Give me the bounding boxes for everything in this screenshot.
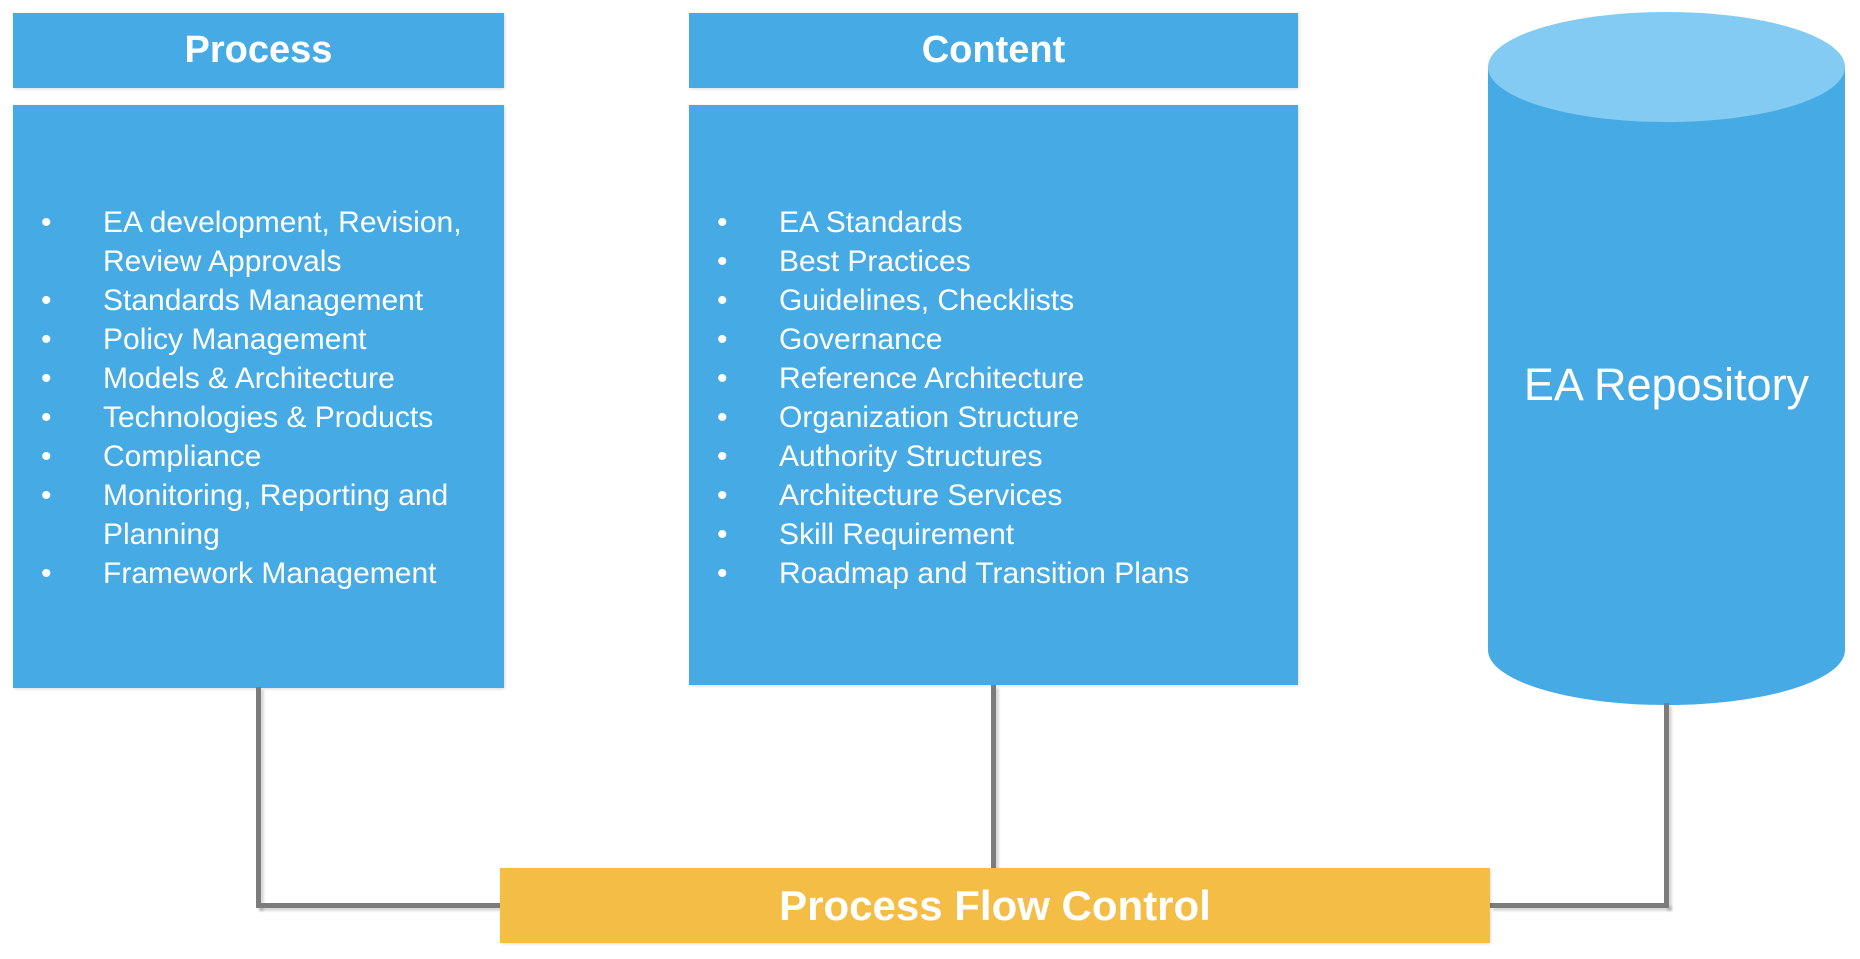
process-panel-body: EA development, Revision, Review Approva… [13,105,504,688]
list-item: Guidelines, Checklists [689,281,1286,320]
connector-repository-horizontal [1490,903,1669,908]
list-item: Models & Architecture [13,359,492,398]
ea-repository-label: EA Repository [1523,359,1810,410]
ea-repository-cylinder: EA Repository [1488,12,1845,705]
list-item: Compliance [13,437,492,476]
list-item: Best Practices [689,242,1286,281]
list-item: Standards Management [13,281,492,320]
list-item: Skill Requirement [689,515,1286,554]
list-item: Framework Management [13,554,492,593]
content-panel-header: Content [689,13,1298,88]
list-item: Organization Structure [689,398,1286,437]
list-item: EA Standards [689,203,1286,242]
content-panel-title: Content [921,29,1066,71]
content-panel-body: EA Standards Best Practices Guidelines, … [689,105,1298,685]
process-flow-control-label: Process Flow Control [779,882,1211,929]
list-item: Roadmap and Transition Plans [689,554,1286,593]
connector-repository-vertical [1664,703,1669,908]
process-panel-header: Process [13,13,504,88]
process-flow-control-bar: Process Flow Control [500,868,1490,943]
connector-process-vertical [256,687,261,908]
list-item: Monitoring, Reporting and Planning [13,476,492,554]
list-item: Authority Structures [689,437,1286,476]
connector-process-horizontal [256,903,500,908]
content-item-list: EA Standards Best Practices Guidelines, … [689,105,1298,593]
list-item: Governance [689,320,1286,359]
connector-content-vertical [991,685,996,868]
process-item-list: EA development, Revision, Review Approva… [13,105,504,593]
database-cylinder-icon [1488,12,1845,705]
list-item: Policy Management [13,320,492,359]
list-item: Technologies & Products [13,398,492,437]
list-item: Architecture Services [689,476,1286,515]
list-item: Reference Architecture [689,359,1286,398]
process-panel-title: Process [184,29,333,71]
list-item: EA development, Revision, Review Approva… [13,203,492,281]
